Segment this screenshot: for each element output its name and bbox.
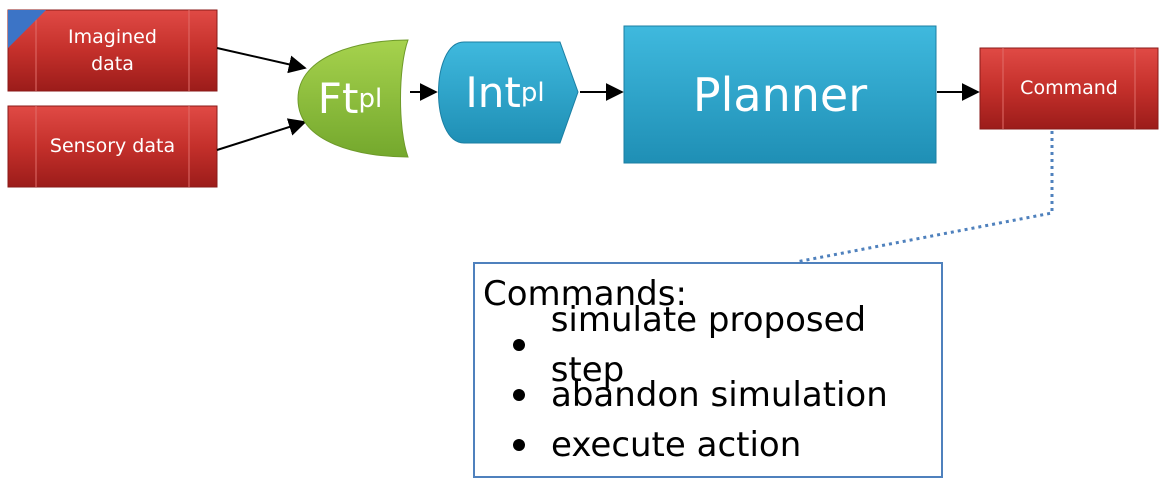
- list-item: abandon simulation: [513, 370, 941, 420]
- list-item-label: abandon simulation: [551, 375, 888, 415]
- command-list: simulate proposed step abandon simulatio…: [513, 300, 941, 470]
- list-item: simulate proposed step: [513, 300, 941, 390]
- int-label-sub: pl: [520, 77, 545, 108]
- imagined-data-line2: data: [91, 52, 134, 75]
- list-item: execute action: [513, 420, 941, 470]
- planner-label: Planner: [692, 67, 868, 122]
- imagined-data-label: Imagined data: [8, 10, 217, 91]
- planner-node: [623, 25, 937, 164]
- imagined-data-node: [7, 9, 218, 92]
- int-node: [438, 41, 579, 144]
- sensory-data-node: [7, 105, 218, 188]
- bullet-icon: [513, 389, 525, 401]
- corner-fold-icon: [8, 10, 46, 48]
- int-label-base: Int: [465, 68, 521, 117]
- command-label: Command: [1020, 77, 1118, 100]
- ft-label-base: Ft: [317, 74, 359, 123]
- list-item-label: simulate proposed step: [550, 300, 867, 390]
- sensory-data-label: Sensory data: [49, 135, 176, 158]
- arrow-imagined-to-ft: [216, 47, 307, 74]
- commands-callout: Commands: simulate proposed step abandon…: [473, 262, 943, 478]
- list-item-label: execute action: [551, 425, 802, 465]
- command-node: [979, 47, 1159, 130]
- arrow-sensory-to-ft: [216, 118, 307, 151]
- ft-node: [297, 39, 409, 158]
- bullet-icon: [513, 439, 525, 451]
- callout-title: Commands:: [483, 274, 687, 314]
- bullet-icon: [513, 339, 525, 351]
- ft-label-sub: pl: [358, 83, 383, 114]
- imagined-data-line1: Imagined: [68, 25, 157, 48]
